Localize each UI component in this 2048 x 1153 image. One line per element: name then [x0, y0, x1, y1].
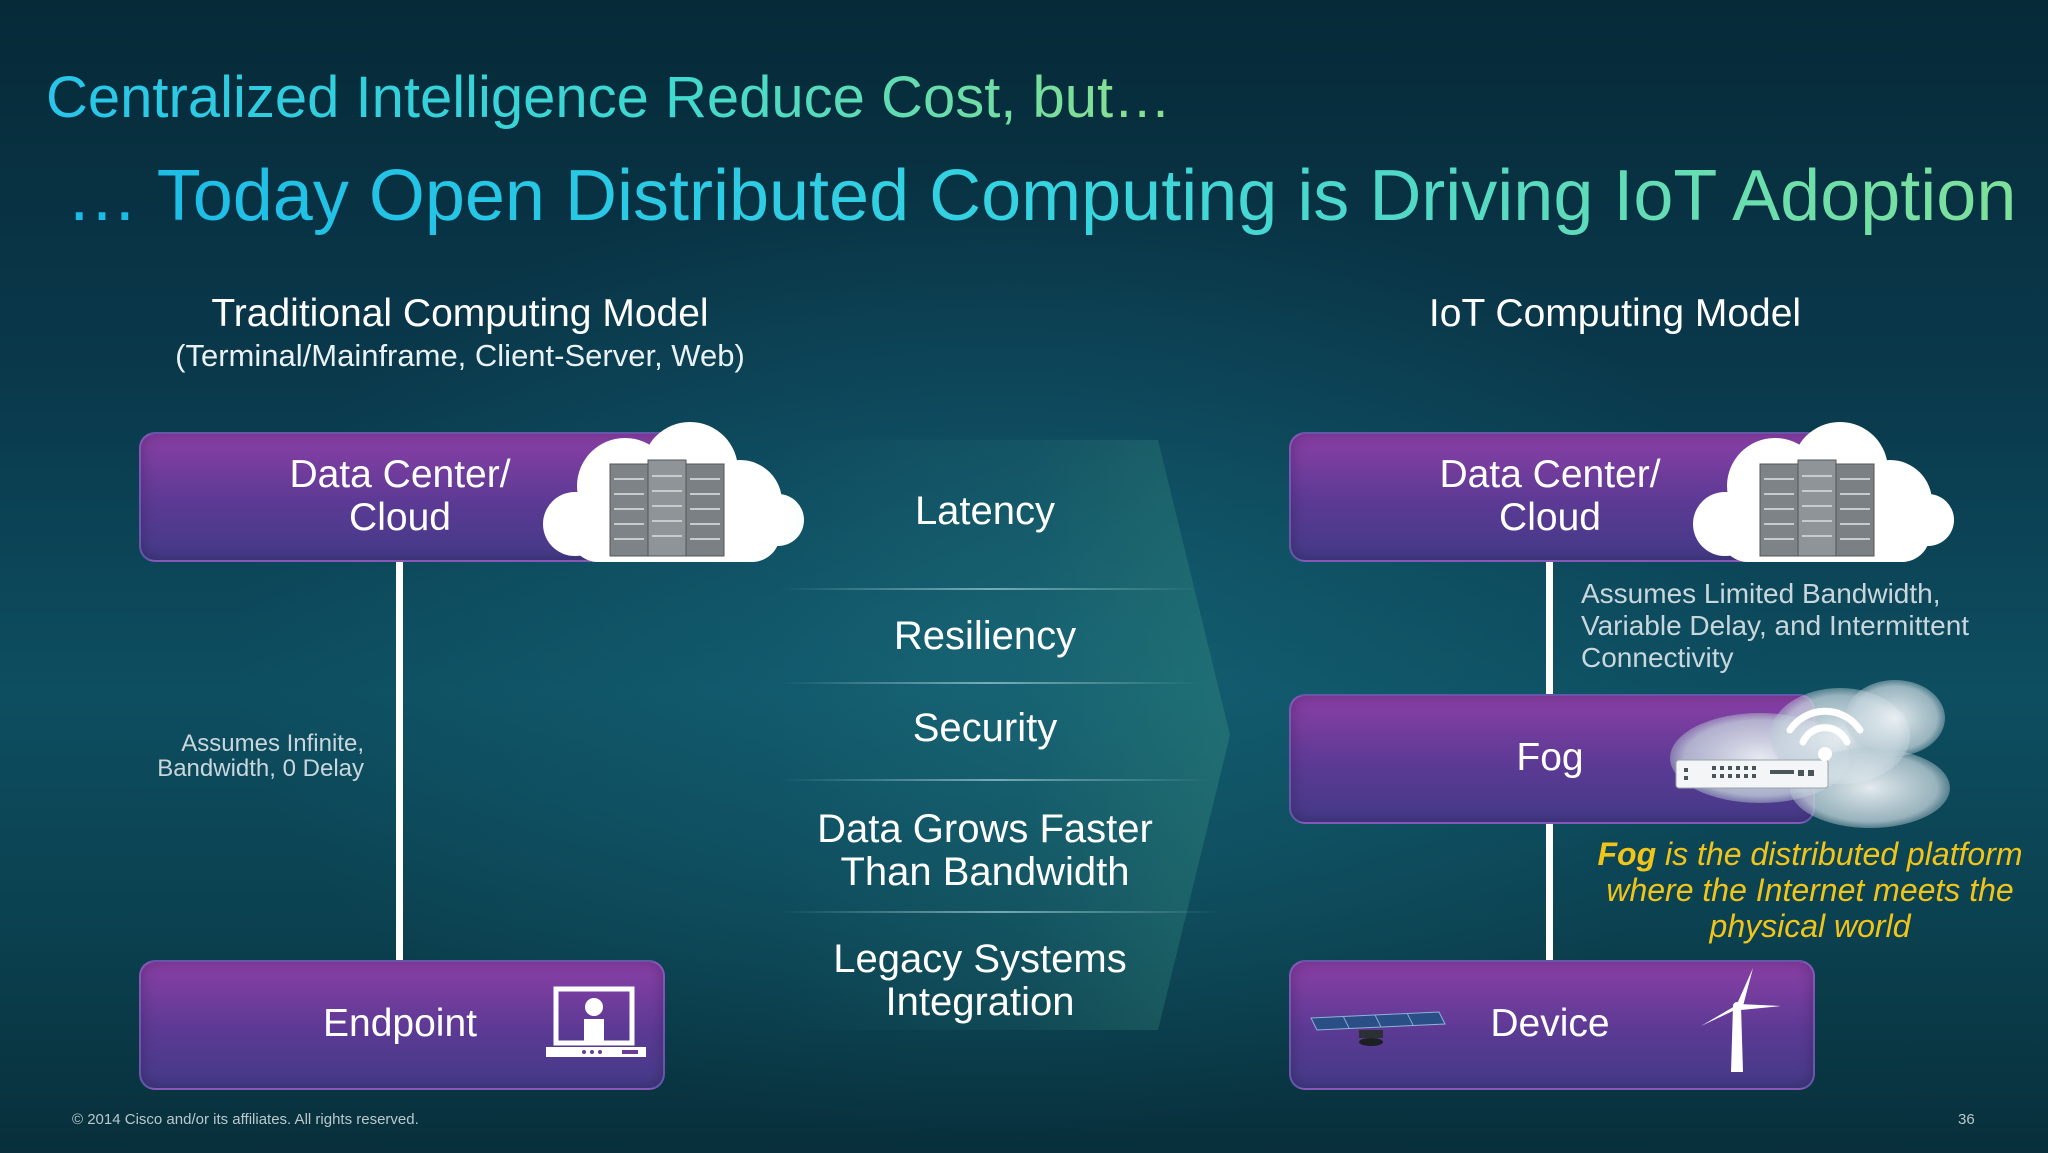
separator-line: [780, 911, 1220, 913]
challenge-legacy-integration: Legacy Systems Integration: [770, 938, 1190, 1024]
left-note-line2: Bandwidth, 0 Delay: [157, 755, 364, 782]
fog-cloud-router-icon: [1670, 680, 1950, 828]
challenge-data-growth-line2: Than Bandwidth: [840, 850, 1130, 894]
separator-line: [780, 588, 1200, 590]
right-note-line2: Variable Delay, and Intermittent: [1581, 610, 1970, 641]
separator-line: [780, 779, 1210, 781]
right-assumption-note: Assumes Limited Bandwidth, Variable Dela…: [1581, 578, 2021, 674]
challenge-data-growth-line1: Data Grows Faster: [817, 807, 1153, 851]
challenge-data-growth: Data Grows Faster Than Bandwidth: [775, 808, 1195, 894]
left-datacenter-label: Data Center/ Cloud: [240, 453, 560, 539]
slide-title-line1: Centralized Intelligence Reduce Cost, bu…: [46, 65, 1172, 130]
laptop-user-icon: [546, 986, 646, 1057]
device-label: Device: [1490, 1002, 1610, 1045]
cloud-servers-icon: [543, 422, 804, 562]
fog-label: Fog: [1516, 736, 1584, 779]
left-endpoint-label: Endpoint: [323, 1002, 477, 1045]
right-datacenter-label: Data Center/ Cloud: [1390, 453, 1710, 539]
page-number: 36: [1958, 1111, 1975, 1128]
transition-arrow: [780, 440, 1230, 1030]
left-note-line1: Assumes Infinite,: [181, 730, 364, 757]
challenge-legacy-line1: Legacy Systems: [833, 937, 1127, 981]
challenge-resiliency: Resiliency: [893, 614, 1077, 658]
solar-panel-icon: [1310, 1011, 1446, 1046]
fog-definition-line2: where the Internet meets the: [1606, 872, 2014, 908]
fog-definition-line1-rest: is the distributed platform: [1656, 836, 2023, 872]
wind-turbine-icon: [1701, 968, 1781, 1072]
traditional-model-title: Traditional Computing Model: [211, 292, 709, 335]
challenge-legacy-line2: Integration: [885, 980, 1075, 1024]
challenge-latency: Latency: [914, 489, 1056, 533]
traditional-model-subtitle: (Terminal/Mainframe, Client-Server, Web): [175, 338, 745, 373]
fog-definition-bold: Fog: [1597, 836, 1657, 872]
right-note-line1: Assumes Limited Bandwidth,: [1581, 578, 1941, 609]
right-datacenter-label-line1: Data Center/: [1439, 453, 1661, 496]
traditional-model-heading: Traditional Computing Model (Terminal/Ma…: [140, 292, 780, 376]
iot-model-heading: IoT Computing Model: [1428, 292, 1802, 335]
fog-definition: Fog is the distributed platform where th…: [1560, 836, 2048, 944]
slide-title-line2: … Today Open Distributed Computing is Dr…: [66, 156, 2017, 236]
cloud-servers-icon: [1693, 422, 1954, 562]
right-datacenter-label-line2: Cloud: [1499, 496, 1601, 539]
fog-definition-line1: Fog is the distributed platform: [1560, 836, 2048, 872]
right-note-line3: Connectivity: [1581, 642, 1734, 673]
separator-line: [780, 682, 1200, 684]
left-datacenter-label-line1: Data Center/: [289, 453, 511, 496]
copyright-footer: © 2014 Cisco and/or its affiliates. All …: [72, 1111, 419, 1128]
left-datacenter-label-line2: Cloud: [349, 496, 451, 539]
left-assumption-note: Assumes Infinite, Bandwidth, 0 Delay: [130, 731, 364, 781]
challenge-security: Security: [912, 706, 1058, 750]
fog-definition-line3: physical world: [1709, 908, 1911, 944]
left-endpoint-box: [139, 960, 665, 1090]
left-connector-line: [396, 560, 403, 964]
